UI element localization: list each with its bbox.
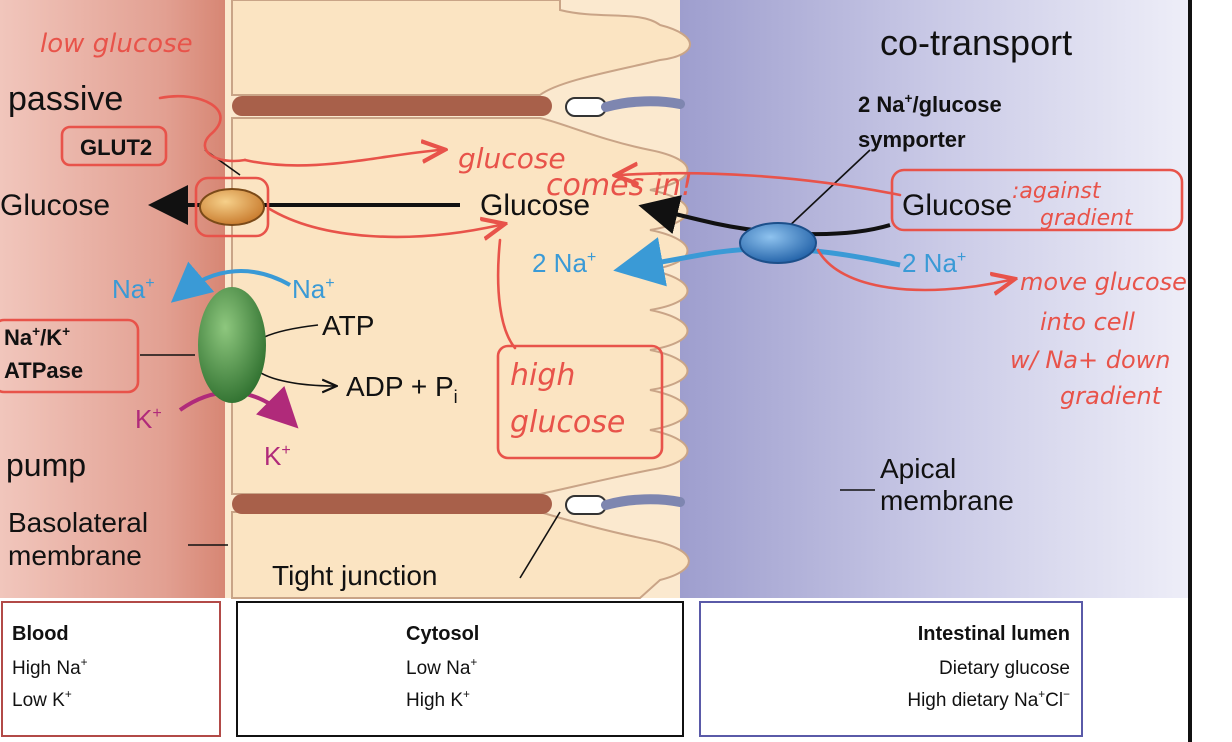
symporter-subtitle-label: symporter [858,127,966,152]
na-k-atpase-label: Na+/K+ [4,324,70,350]
apical-membrane-label: membrane [880,485,1014,516]
against-gradient-note-2: gradient [1040,206,1134,231]
apical-label: Apical [880,453,956,484]
na-k-atpase-pump [198,287,266,403]
move-glucose-note-1: move glucose [1020,268,1187,296]
bottom-junction-bar [232,494,552,514]
move-glucose-note-4: gradient [1060,382,1163,410]
co-transport-label: co-transport [880,22,1072,63]
k-blood-label: K+ [135,404,162,434]
against-gradient-note-1: :against [1012,179,1102,204]
k-cytosol-label: K+ [264,441,291,471]
tight-junction-label: Tight junction [272,560,438,591]
low-glucose-note: low glucose [40,29,193,59]
blood-box-title: Blood [12,623,69,645]
atp-label: ATP [322,310,374,341]
epithelial-cells [231,0,691,599]
lumen-box-line1: Dietary glucose [939,658,1070,679]
lumen-box-line2: High dietary Na+Cl− [907,688,1070,711]
top-junction-bar [232,96,552,116]
cytosol-box-line2: High K+ [406,688,470,711]
basolateral-membrane-label: membrane [8,540,142,571]
high-glucose-note-1: high [510,358,575,393]
symporter-title-label: 2 Na+/glucose [858,91,1002,117]
na-cytosol-label: Na+ [292,274,335,304]
glut2-transporter [199,188,265,226]
lumen-box [699,601,1083,737]
blood-box-line1: High Na+ [12,656,88,679]
cytosol-box [236,601,684,737]
glut2-label: GLUT2 [80,135,152,160]
tight-junction-top [565,97,607,117]
high-glucose-note-2: glucose [510,405,625,440]
pump-na-arrow [170,261,291,303]
passive-label: passive [8,80,123,118]
handwritten-annotations [0,94,1184,460]
basolateral-label: Basolateral [8,507,148,538]
sodium-glucose-symporter [739,222,817,264]
blood-box [1,601,221,737]
blood-box-line2: Low K+ [12,688,72,711]
atpase-label: ATPase [4,358,83,383]
lumen-box-title: Intestinal lumen [918,623,1070,645]
tight-junction-bottom [565,495,607,515]
move-glucose-note-3: w/ Na+ down [1010,346,1171,374]
glucose-cytosol-label: Glucose [480,189,590,222]
move-glucose-note-2: into cell [1040,308,1135,336]
glucose-lumen-label: Glucose [902,189,1012,222]
cytosol-box-title: Cytosol [406,623,479,645]
lumen-region [680,0,1190,598]
two-na-lumen-label: 2 Na+ [902,248,966,278]
adp-label: ADP + Pi [346,371,458,407]
cytosol-box-line1: Low Na+ [406,656,477,679]
glucose-blood-label: Glucose [0,189,110,222]
glucose-comes-in-note-2: comes in! [546,168,693,203]
two-na-cytosol-label: 2 Na+ [532,248,596,278]
na-blood-label: Na+ [112,274,155,304]
glucose-comes-in-note-1: glucose [458,142,566,175]
pump-label: pump [6,447,86,483]
